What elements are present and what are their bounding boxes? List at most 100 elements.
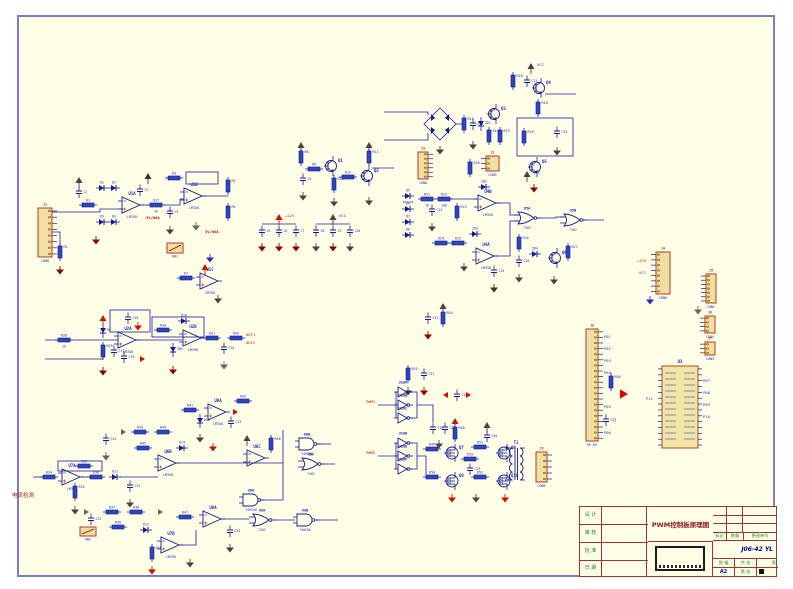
- diode-symbol: ZD3: [469, 227, 481, 237]
- svg-text:5V/60A: 5V/60A: [205, 229, 219, 234]
- svg-text:R13: R13: [468, 117, 474, 121]
- ground-symbol: [553, 147, 561, 156]
- net-label: PWM1: [366, 399, 376, 404]
- svg-text:C4: C4: [308, 177, 312, 181]
- svg-text:Q4: Q4: [546, 80, 551, 85]
- svg-text:74HC00: 74HC00: [299, 528, 311, 532]
- drawing-number: J06-42 YL: [713, 541, 776, 559]
- svg-text:R26: R26: [523, 236, 529, 240]
- wire-box: [109, 309, 151, 333]
- resistor-symbol: R16: [510, 72, 523, 90]
- ground-symbol: [646, 296, 654, 305]
- ground-symbol: [448, 494, 456, 503]
- svg-text:U6C: U6C: [253, 444, 261, 449]
- svg-text:R9: R9: [312, 163, 316, 167]
- power-symbol: [99, 315, 107, 326]
- svg-text:R8: R8: [305, 150, 309, 154]
- svg-text:U5B: U5B: [570, 209, 577, 213]
- resistor-symbol: R50: [423, 471, 441, 480]
- resistor-symbol: R20: [467, 159, 480, 177]
- svg-text:CON6: CON6: [419, 181, 427, 185]
- diode-symbol: D13: [197, 414, 210, 428]
- resistor-symbol: R47: [176, 511, 194, 520]
- ground-symbol: [126, 499, 134, 508]
- power-symbol: [243, 435, 251, 446]
- svg-text:P02: P02: [604, 346, 611, 351]
- capacitor-symbol: C20: [221, 342, 234, 354]
- resistor-symbol: R44: [154, 426, 172, 435]
- net-label: P03: [604, 358, 611, 363]
- svg-text:C3: C3: [175, 210, 179, 214]
- svg-text:R53: R53: [467, 453, 473, 457]
- svg-text:C6: C6: [284, 229, 288, 233]
- svg-text:J1: J1: [43, 203, 47, 207]
- power-symbol: [523, 171, 531, 182]
- svg-text:J7: J7: [708, 337, 712, 341]
- wire: [537, 216, 564, 219]
- resistor-symbol: R10: [331, 175, 344, 193]
- svg-text:LM358: LM358: [483, 213, 493, 217]
- net-label: P08: [703, 390, 711, 395]
- svg-text:R32: R32: [233, 332, 239, 336]
- capacitor-symbol: C12: [524, 75, 537, 87]
- transistor-symbol: Q6: [548, 248, 567, 268]
- diode-symbol: D6: [402, 202, 414, 212]
- svg-text:D11: D11: [112, 470, 118, 474]
- svg-text:R54: R54: [447, 311, 453, 315]
- svg-text:U1C: U1C: [206, 267, 214, 272]
- svg-text:U2A: U2A: [124, 326, 132, 331]
- ground-symbol: [99, 367, 107, 376]
- resistor-symbol: R1: [79, 199, 97, 208]
- resistor-symbol: R8: [298, 148, 309, 166]
- power-symbol: [144, 173, 152, 184]
- svg-text:C25: C25: [235, 529, 241, 533]
- svg-text:R30: R30: [160, 324, 166, 328]
- schematic-sheet: [17, 15, 775, 577]
- resistor-symbol: R42: [234, 395, 252, 404]
- wire: [417, 404, 434, 422]
- capacitor-symbol: C1: [76, 186, 87, 198]
- ground-symbol: [192, 222, 200, 231]
- svg-text:LM358: LM358: [127, 215, 137, 219]
- capacitor-symbol: C4: [300, 173, 312, 185]
- svg-text:D3: D3: [100, 215, 104, 219]
- svg-text:U8A: U8A: [209, 505, 217, 510]
- ground-symbol: [148, 566, 156, 575]
- svg-text:LM358: LM358: [166, 555, 176, 559]
- ground-symbol: [530, 184, 538, 193]
- ground-symbol: [330, 198, 338, 207]
- resistor-symbol: R7: [177, 272, 195, 281]
- net-label: P04: [604, 370, 612, 375]
- resistor-symbol: R14: [486, 127, 499, 145]
- svg-text:D13: D13: [204, 418, 210, 422]
- titleblock-row: 审 核: [580, 525, 648, 543]
- logic-gate-symbol: U10F: [394, 458, 413, 475]
- resistor-symbol: R40: [149, 544, 162, 562]
- ground-symbol: [214, 295, 222, 304]
- svg-text:ZD2: ZD2: [481, 180, 487, 184]
- svg-text:U10E: U10E: [399, 445, 408, 449]
- svg-text:ZD1: ZD1: [485, 121, 491, 125]
- svg-text:C26: C26: [438, 426, 444, 430]
- svg-text:U5A: U5A: [524, 207, 531, 211]
- diode-symbol: D8: [402, 228, 414, 238]
- company-logo-box: [655, 546, 705, 571]
- capacitor-symbol: C7: [293, 225, 304, 237]
- svg-text:C2: C2: [145, 188, 149, 192]
- svg-text:VCC: VCC: [639, 270, 646, 275]
- diode-symbol: D12: [140, 523, 152, 533]
- net-label: VCC: [639, 270, 646, 275]
- ground-symbol: [460, 263, 468, 272]
- titleblock-blank: [602, 525, 647, 542]
- net-label: OUT2: [246, 340, 255, 345]
- svg-text:P10: P10: [703, 414, 711, 419]
- svg-text:U4B: U4B: [484, 189, 492, 194]
- svg-text:P09: P09: [703, 402, 711, 407]
- resistor-symbol: R13: [461, 115, 474, 133]
